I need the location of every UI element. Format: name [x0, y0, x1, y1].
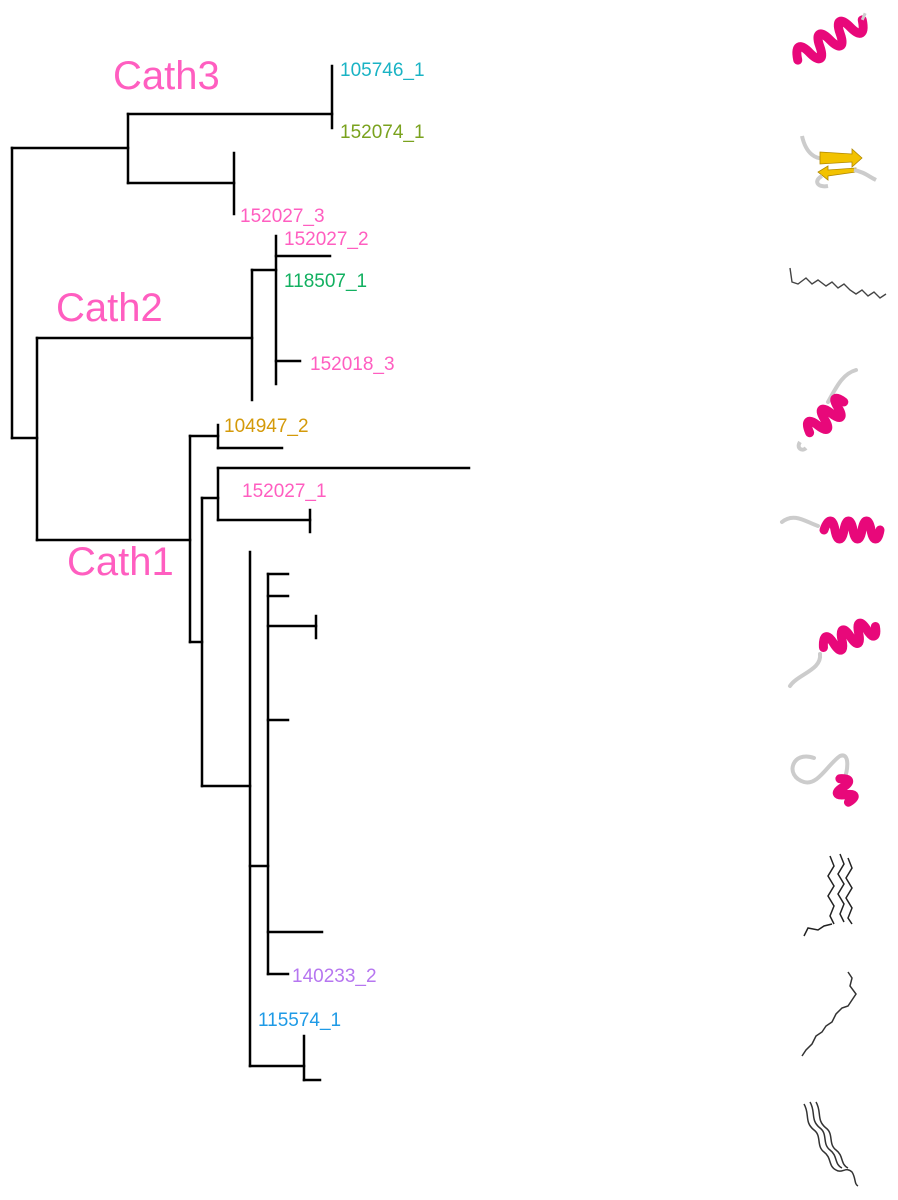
leaf-label-115574_1: 115574_1 [258, 1010, 341, 1031]
leaf-labels: 105746_1 152074_1 152027_3 152027_2 1185… [224, 60, 425, 1031]
extended-coil-structure-icon [789, 267, 887, 299]
double-strand-coil-structure-icon [803, 1101, 859, 1187]
structure-thumbnails [780, 12, 887, 1187]
beta-hairpin-structure-icon [800, 135, 877, 189]
leaf-label-105746_1: 105746_1 [340, 60, 425, 81]
tree-branches [10, 64, 471, 1082]
leaf-label-152018_3: 152018_3 [310, 354, 395, 375]
clade-label-cath2: Cath2 [56, 286, 163, 330]
clade-label-cath1: Cath1 [67, 540, 174, 584]
leaf-label-152074_1: 152074_1 [340, 122, 425, 143]
helix-with-coil-structure-icon [796, 368, 858, 452]
leaf-label-152027_2: 152027_2 [284, 229, 369, 250]
leaf-label-104947_2: 104947_2 [224, 416, 309, 437]
leaf-label-152027_3: 152027_3 [240, 206, 325, 227]
leaf-label-152027_1: 152027_1 [242, 481, 327, 502]
coiled-bundle-structure-icon [803, 853, 853, 937]
helix-ribbon [792, 12, 868, 65]
leaf-label-140233_2: 140233_2 [292, 966, 377, 987]
clade-label-cath3: Cath3 [113, 54, 220, 98]
clade-labels: Cath3 Cath2 Cath1 [56, 54, 220, 584]
helix-structure-icon [792, 12, 868, 65]
wavy-coil-structure-icon [801, 971, 857, 1057]
helix-tail-structure-icon [788, 618, 881, 688]
loop-helix-structure-icon [790, 753, 859, 807]
leaf-label-118507_1: 118507_1 [284, 271, 367, 292]
coil-helix-structure-icon [780, 515, 885, 544]
